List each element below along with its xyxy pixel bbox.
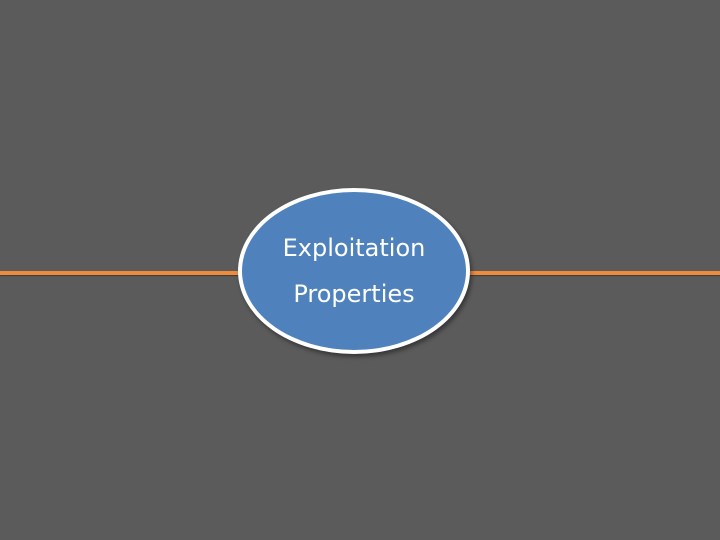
node-label-line1: Exploitation: [282, 234, 426, 262]
node-label-line2: Properties: [293, 280, 415, 308]
center-ellipse-node: Exploitation Properties: [238, 188, 470, 354]
connector-line-right: [470, 271, 720, 275]
connector-line-left: [0, 271, 245, 275]
